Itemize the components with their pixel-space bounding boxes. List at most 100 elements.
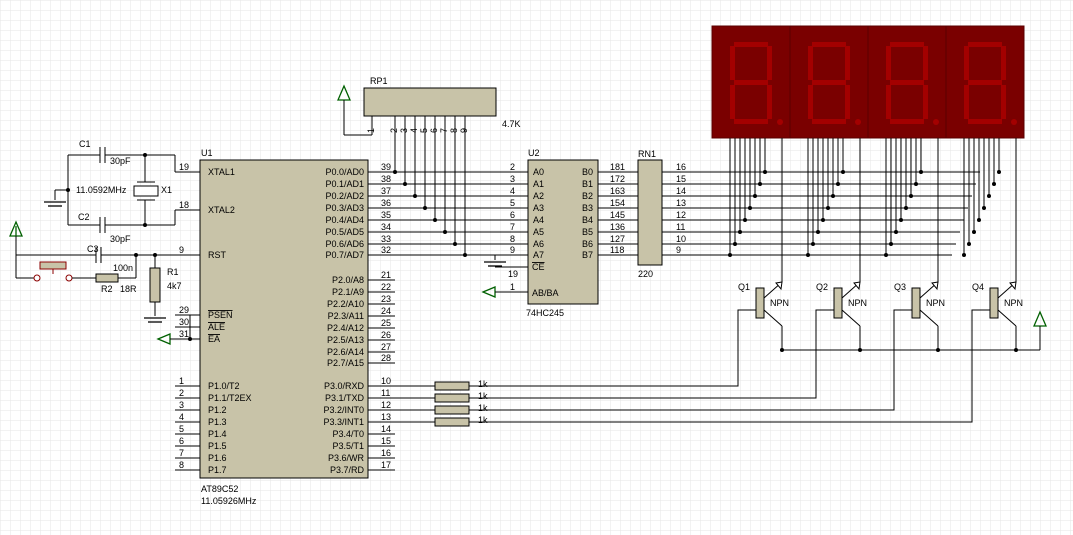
- u1-pin-number: 35: [381, 210, 391, 220]
- u1-pin-label: P2.2/A10: [327, 299, 364, 309]
- rp1-pin-number: 9: [459, 128, 469, 133]
- u1-part: AT89C52: [201, 484, 238, 494]
- collector-arrow: [853, 281, 861, 291]
- u2-pin-label: B3: [582, 203, 593, 213]
- junction-dot: [728, 253, 732, 257]
- rn1-pin-number: 16: [676, 162, 686, 172]
- u1-pin-label: P3.0/RXD: [324, 381, 365, 391]
- u1-pin-label: PSEN: [208, 310, 233, 320]
- u2-pin-number: 118: [610, 245, 624, 255]
- rn1-pin-number: 12: [676, 210, 686, 220]
- junction-dot: [758, 182, 762, 186]
- u2-pin-label: A6: [533, 239, 544, 249]
- junction-dot: [826, 206, 830, 210]
- u2-dir-label: AB/BA: [532, 288, 559, 298]
- u1-pin-label: P3.6/WR: [328, 453, 365, 463]
- segment: [890, 119, 924, 124]
- base-resistor[interactable]: [434, 405, 470, 415]
- u1-pin-label: P1.4: [208, 429, 227, 439]
- u2-pin-label: B6: [582, 239, 593, 249]
- u2-ref: U2: [528, 148, 540, 158]
- wires: [393, 135, 1001, 257]
- u2-pin-label: A0: [533, 167, 544, 177]
- base-wire: [469, 309, 834, 399]
- segment: [964, 46, 969, 80]
- u1-pin-number: 27: [381, 342, 391, 352]
- junction-dot: [884, 253, 888, 257]
- rn1-pin-number: 14: [676, 186, 686, 196]
- oscillator-circuit[interactable]: C1 30pF C2 30pF X1 11.0592MHz: [44, 139, 200, 244]
- u2-pin-number: 172: [610, 174, 625, 184]
- u1-pin-number: 37: [381, 186, 391, 196]
- segment: [886, 46, 891, 80]
- u2-pin-label: A1: [533, 179, 544, 189]
- junction-dot: [987, 194, 991, 198]
- junction-dot: [423, 206, 427, 210]
- u1-freq: 11.05926MHz: [201, 496, 257, 506]
- u1-pin-label: P2.7/A15: [327, 358, 364, 368]
- u2-pin-label: B4: [582, 215, 593, 225]
- digit-display[interactable]: [789, 25, 869, 139]
- u2-ce-label: CE: [532, 262, 545, 272]
- u1-pin-label: P3.1/TXD: [325, 393, 365, 403]
- reset-circuit[interactable]: C3 100n R2 18R R1 4k7: [9, 220, 200, 345]
- u1-pin-number: 2: [179, 388, 184, 398]
- transistor-vcc-symbol: [780, 310, 1047, 351]
- u2-pin-label: A3: [533, 203, 544, 213]
- base-wire: [469, 309, 990, 423]
- junction-dot: [909, 194, 913, 198]
- r2-value: 18R: [120, 284, 137, 294]
- junction-dot: [403, 182, 407, 186]
- transistor-type: NPN: [1004, 298, 1023, 308]
- junction-dot: [992, 182, 996, 186]
- u1-pin-number: 12: [381, 400, 391, 410]
- u1-pin-number: 36: [381, 198, 391, 208]
- u1-pin-number: 23: [381, 294, 391, 304]
- digit-display[interactable]: [945, 25, 1025, 139]
- u2-pin-number: 9: [510, 245, 515, 255]
- segment: [1001, 46, 1006, 80]
- u1-right-pins: 39P0.0/AD038P0.1/AD137P0.2/AD236P0.3/AD3…: [323, 162, 395, 475]
- rp1-pin-number: 4: [409, 128, 419, 133]
- seven-segment-displays[interactable]: [711, 25, 1025, 139]
- segment: [767, 46, 772, 80]
- emitter-lead: [841, 309, 861, 327]
- base-resistor[interactable]: [434, 381, 470, 391]
- u1-pin-label: XTAL2: [208, 205, 235, 215]
- segment: [734, 42, 768, 47]
- junction-dot: [738, 230, 742, 234]
- segment: [890, 42, 924, 47]
- junction-dot: [821, 218, 825, 222]
- u2-pin-number: 127: [610, 234, 625, 244]
- segment: [845, 85, 850, 119]
- u2-part: 74HC245: [526, 308, 564, 318]
- digit-display[interactable]: [711, 25, 791, 139]
- base-resistor[interactable]: [434, 393, 470, 403]
- segment: [1001, 85, 1006, 119]
- u1-pin-label: P0.7/AD7: [325, 250, 364, 260]
- junction-dot: [463, 253, 467, 257]
- u1-pin-number: 5: [179, 424, 184, 434]
- collector-arrow: [1009, 281, 1017, 291]
- u2-pin-number: 181: [610, 162, 625, 172]
- u1-pin-label: P2.1/A9: [332, 287, 364, 297]
- u1-pin-number: 10: [381, 376, 391, 386]
- junction-dot: [841, 170, 845, 174]
- u2-ce-num: 19: [508, 269, 518, 279]
- digit-display[interactable]: [867, 25, 947, 139]
- segment: [812, 119, 846, 124]
- base-resistor[interactable]: [434, 417, 470, 427]
- u2-pin-label: A4: [533, 215, 544, 225]
